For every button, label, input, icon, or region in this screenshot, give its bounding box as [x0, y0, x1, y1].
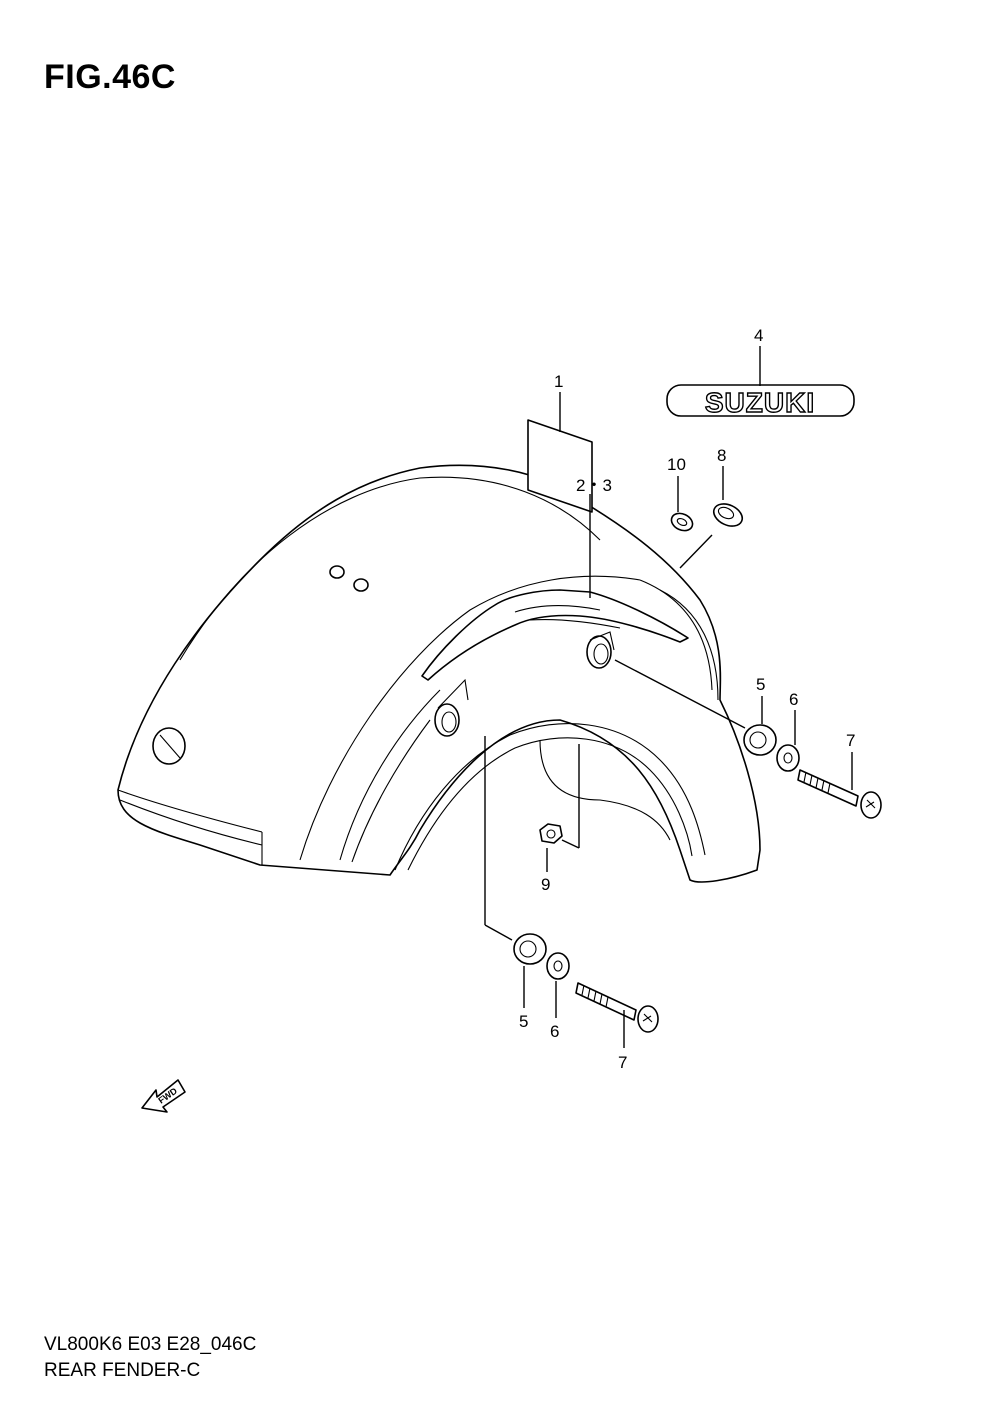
callout-7-right: 7	[846, 731, 855, 750]
forward-direction-arrow-icon: FWD	[141, 1079, 186, 1113]
callout-9: 9	[541, 875, 550, 894]
rear-fender[interactable]	[117, 464, 761, 883]
part-washer-6-lower[interactable]	[546, 952, 570, 980]
callout-1: 1	[554, 372, 563, 391]
callout-6-lower: 6	[550, 1022, 559, 1041]
callout-7-lower: 7	[618, 1053, 627, 1072]
part-label-sheet[interactable]	[527, 419, 593, 513]
part-washer-6-right[interactable]	[776, 744, 800, 772]
callout-5-right: 5	[756, 675, 765, 694]
part-bolt-7-right[interactable]	[797, 769, 882, 819]
callout-2-3: 2・3	[576, 476, 612, 495]
figure-title: FIG.46C	[44, 58, 176, 96]
part-cushion-5-lower[interactable]	[513, 933, 547, 965]
callout-4: 4	[754, 326, 763, 345]
model-code: VL800K6 E03 E28_046C	[44, 1334, 257, 1355]
part-grommet-8[interactable]	[710, 500, 746, 531]
callout-5-lower: 5	[519, 1012, 528, 1031]
part-grommet-10[interactable]	[669, 510, 696, 534]
section-name: REAR FENDER-C	[44, 1360, 201, 1381]
part-cushion-5-right[interactable]	[743, 724, 777, 756]
callout-8: 8	[717, 446, 726, 465]
emblem-text: SUZUKI	[705, 387, 815, 418]
part-nut-9[interactable]	[539, 823, 563, 844]
callout-6-right: 6	[789, 690, 798, 709]
part-bolt-7-lower[interactable]	[575, 982, 659, 1033]
callout-10: 10	[667, 455, 686, 474]
part-suzuki-emblem[interactable]: SUZUKI	[666, 384, 855, 419]
